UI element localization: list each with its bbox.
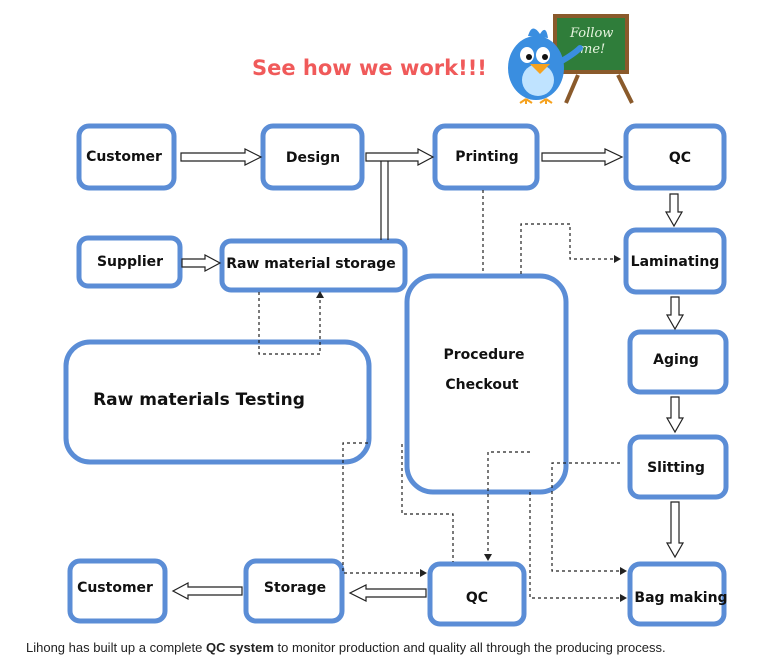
node-qc-top: QC xyxy=(623,123,727,191)
connector-design-storage xyxy=(380,161,389,240)
arrow-design-to-printing xyxy=(365,148,435,166)
node-label: Bag making xyxy=(634,590,727,606)
dashed-storage-to-testing xyxy=(258,291,324,355)
arrow-laminating-to-aging xyxy=(665,296,685,331)
node-label: Supplier xyxy=(97,254,163,270)
node-label: Laminating xyxy=(631,254,720,270)
mascot-bird-chalkboard-icon: Follow me! xyxy=(508,14,634,104)
node-label: Raw materials Testing xyxy=(93,390,305,410)
sign-text-line2: me! xyxy=(580,42,605,57)
arrow-qc-to-laminating xyxy=(664,193,684,228)
arrow-slitting-to-bag-making xyxy=(665,501,685,559)
node-customer-top: Customer xyxy=(76,123,177,191)
node-bag-making: Bag making xyxy=(627,561,728,627)
caption-bold: QC system xyxy=(205,640,274,655)
node-storage: Storage xyxy=(243,558,345,624)
node-label: Aging xyxy=(653,352,699,368)
caption-text: Lihong has built up a complete QC system… xyxy=(26,640,666,655)
arrow-aging-to-slitting xyxy=(665,396,685,434)
node-label: Printing xyxy=(455,149,518,165)
arrow-printing-to-qc xyxy=(541,148,624,166)
page-title: See how we work!!! xyxy=(252,56,487,80)
arrow-supplier-to-storage xyxy=(181,254,222,272)
dashed-qc-to-bag-making xyxy=(529,492,627,602)
node-label: Customer xyxy=(86,149,162,165)
arrow-customer-to-design xyxy=(180,148,263,166)
caption-before: Lihong has built up a complete xyxy=(26,640,206,655)
dashed-procedure-to-laminating xyxy=(520,223,621,274)
node-qc-bottom: QC xyxy=(427,561,527,627)
node-label: Customer xyxy=(77,580,153,596)
node-supplier: Supplier xyxy=(76,235,183,289)
node-label: QC xyxy=(466,590,488,606)
arrow-storage-to-customer xyxy=(171,582,243,600)
node-label-line2: Checkout xyxy=(445,377,519,393)
dashed-procedure-to-qc-a xyxy=(401,444,454,562)
node-raw-material-storage: Raw material storage xyxy=(219,238,408,293)
arrow-qc-to-storage xyxy=(348,584,427,602)
node-printing: Printing xyxy=(432,123,540,191)
node-slitting: Slitting xyxy=(627,434,729,500)
sign-text-line1: Follow xyxy=(569,26,613,41)
node-label: Storage xyxy=(264,580,326,596)
dashed-slitting-to-bag-making xyxy=(551,462,627,575)
node-aging: Aging xyxy=(627,329,729,395)
node-customer-bottom: Customer xyxy=(67,558,168,624)
node-design: Design xyxy=(260,123,365,191)
caption-after: to monitor production and quality all th… xyxy=(273,640,666,655)
node-label: QC xyxy=(669,150,691,166)
node-label-line1: Procedure xyxy=(444,347,525,363)
dashed-procedure-to-qc-b xyxy=(484,451,530,561)
node-laminating: Laminating xyxy=(623,227,727,295)
node-label: Design xyxy=(286,150,340,166)
node-label: Raw material storage xyxy=(226,256,396,272)
dashed-testing-to-qc xyxy=(342,442,427,577)
node-label: Slitting xyxy=(647,460,705,476)
node-raw-materials-testing: Raw materials Testing xyxy=(63,339,372,465)
node-procedure-checkout: Procedure Checkout xyxy=(404,273,569,495)
